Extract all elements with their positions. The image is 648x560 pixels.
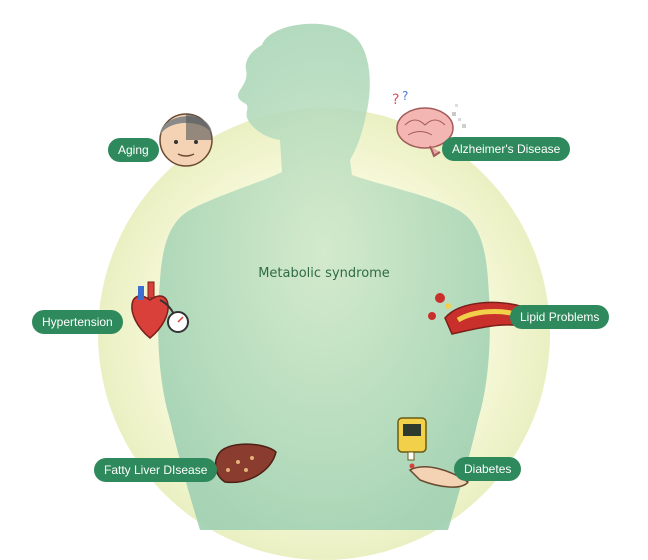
svg-text:?: ? — [392, 92, 399, 108]
condition-label-alzheimers: Alzheimer's Disease — [442, 137, 571, 161]
svg-text:?: ? — [402, 89, 408, 103]
condition-label-hypertension: Hypertension — [32, 310, 123, 334]
liver-icon — [214, 443, 277, 484]
aging-face-icon — [159, 113, 213, 167]
glucose-meter-icon — [397, 417, 470, 488]
body-silhouette — [158, 23, 490, 530]
heart-gauge-icon — [131, 281, 189, 339]
condition-label-diabetes: Diabetes — [454, 457, 522, 481]
condition-label-fatty-liver: Fatty Liver DIsease — [94, 458, 218, 482]
condition-label-aging: Aging — [108, 138, 159, 162]
condition-label-lipid: Lipid Problems — [510, 305, 610, 329]
center-label: Metabolic syndrome — [258, 266, 390, 281]
brain-icon: ? ? — [392, 89, 466, 158]
